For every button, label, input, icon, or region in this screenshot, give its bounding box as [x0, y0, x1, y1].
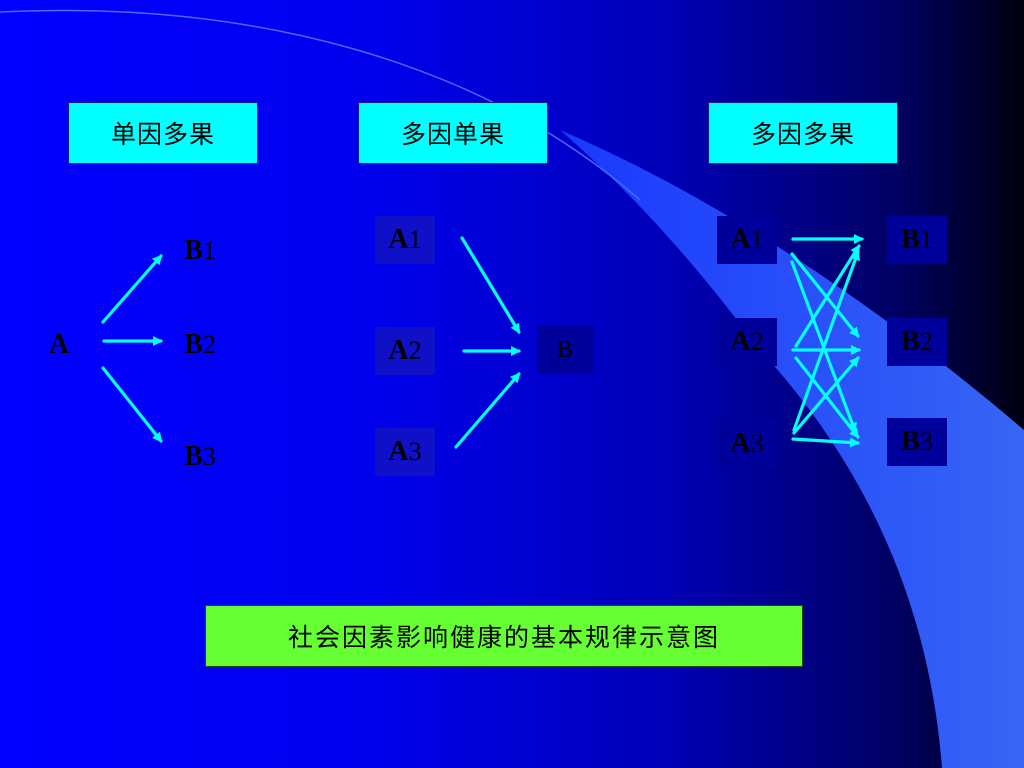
node-index: 2 — [750, 327, 764, 356]
arrow-g3-a3-to-b2 — [792, 356, 860, 435]
arrow-g3-a2-to-b3 — [794, 356, 860, 439]
node-letter: A — [388, 436, 409, 467]
node-index: 3 — [408, 437, 422, 466]
header-multi-cause-single-effect: 多因单果 — [358, 102, 548, 164]
node-letter: B — [901, 426, 920, 457]
arrow-g1-a-to-b3 — [101, 366, 163, 443]
node-index: 3 — [202, 442, 216, 471]
arrow-g1-a-to-b1 — [101, 254, 163, 324]
node-index: 2 — [919, 327, 933, 356]
node-letter: B — [184, 441, 203, 472]
arrow-g3-a3-to-b1 — [792, 250, 860, 432]
arrow-g2-a3-to-b — [454, 372, 521, 449]
arrow-g2-a1-to-b — [460, 236, 521, 334]
node-index: 2 — [408, 336, 422, 365]
node-letter: B — [184, 329, 203, 360]
node-letter: A — [388, 224, 409, 255]
g1-source-a: A — [38, 322, 80, 368]
node-letter: B — [556, 336, 573, 363]
arrow-g3-a3-to-b3 — [791, 437, 860, 448]
g2-target-b: B — [537, 326, 593, 374]
node-index: 1 — [202, 236, 216, 265]
node-letter: A — [730, 326, 751, 357]
node-letter: B — [901, 326, 920, 357]
arrow-g3-a1-to-b2 — [790, 252, 860, 338]
arrow-g3-a2-to-b1 — [794, 244, 861, 348]
node-index: 1 — [750, 225, 764, 254]
node-letter: A — [730, 428, 751, 459]
node-index: 3 — [750, 429, 764, 458]
node-letter: A — [730, 224, 751, 255]
node-letter: B — [901, 224, 920, 255]
node-index: 2 — [202, 330, 216, 359]
node-index: 3 — [919, 427, 933, 456]
diagram-caption: 社会因素影响健康的基本规律示意图 — [205, 605, 803, 667]
node-index: 1 — [408, 225, 422, 254]
node-letter: A — [388, 335, 409, 366]
swoosh-line — [0, 9, 641, 201]
header-multi-cause-multi-effect: 多因多果 — [708, 102, 898, 164]
node-letter: B — [184, 235, 203, 266]
node-index: 1 — [919, 225, 933, 254]
node-letter: A — [48, 329, 70, 360]
header-single-cause-multi-effect: 单因多果 — [68, 102, 258, 164]
